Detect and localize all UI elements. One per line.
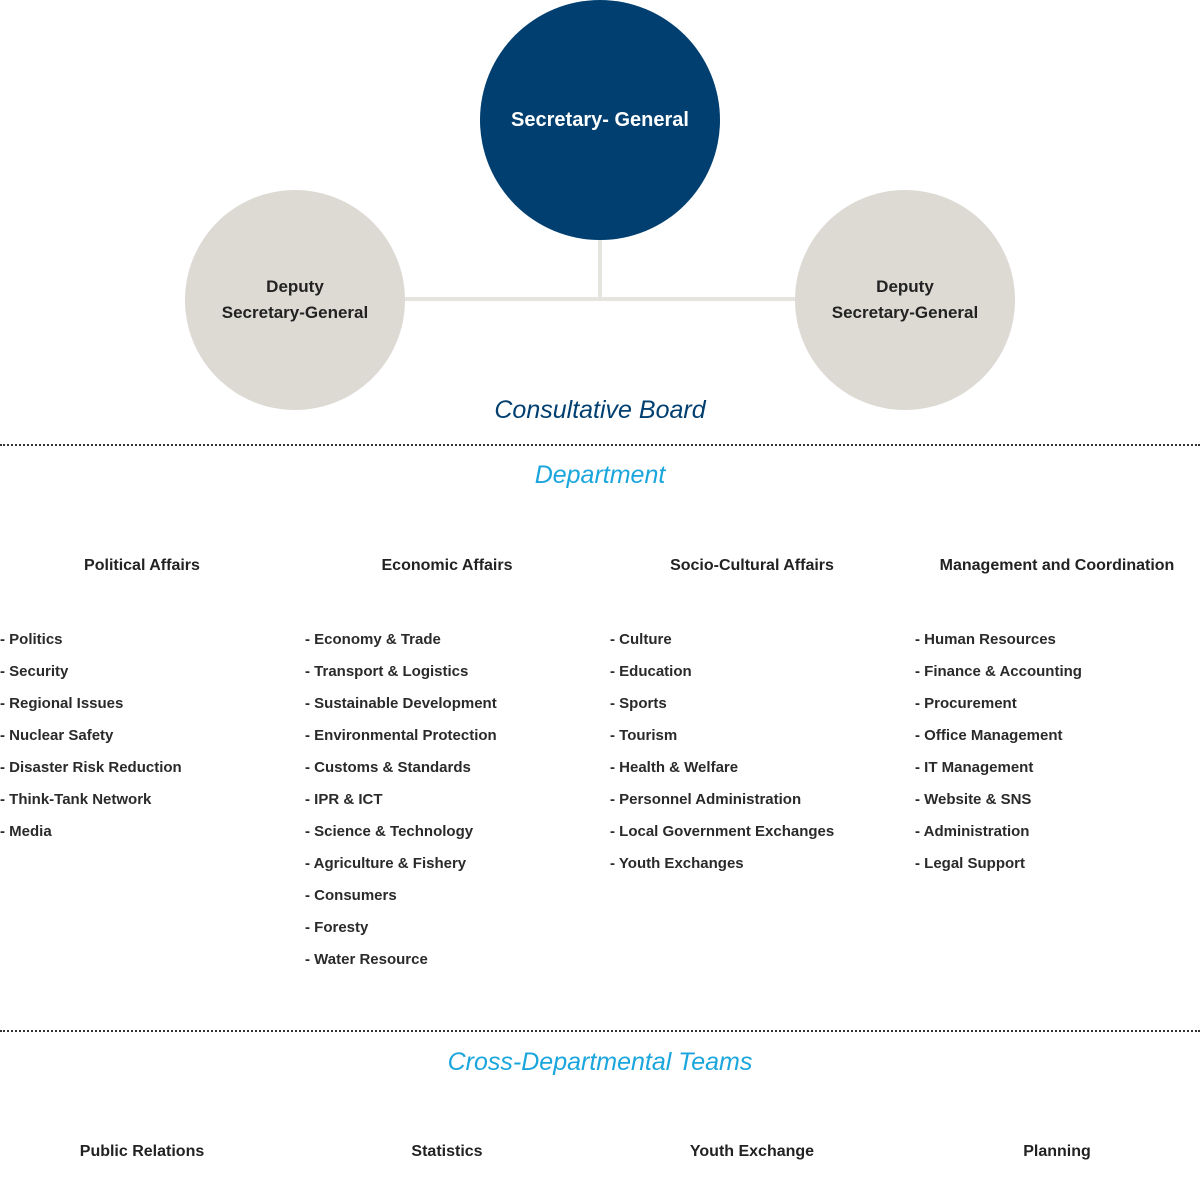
list-item: - Transport & Logistics: [305, 663, 469, 680]
consultative-board-title: Consultative Board: [494, 396, 706, 424]
dept-list-economic: - Economy & Trade - Transport & Logistic…: [305, 630, 497, 982]
team-public-relations: Public Relations: [79, 1143, 205, 1160]
section-divider: [0, 444, 1200, 446]
team-planning: Planning: [1023, 1143, 1091, 1160]
deputy-left-line1: Deputy: [266, 277, 324, 296]
dept-heading-economic: Economic Affairs: [381, 557, 513, 574]
list-item: - Water Resource: [305, 951, 428, 968]
list-item: - Human Resources: [915, 631, 1056, 648]
list-item: - Customs & Standards: [305, 759, 471, 776]
list-item: - Health & Welfare: [610, 759, 739, 776]
list-item: - Education: [610, 663, 692, 680]
team-youth-exchange: Youth Exchange: [689, 1143, 815, 1160]
deputy-left-line2: Secretary-General: [221, 303, 369, 322]
dept-list-political: - Politics - Security - Regional Issues …: [0, 630, 182, 854]
deputy-left-label: Deputy Secretary-General: [222, 274, 368, 326]
list-item: - Regional Issues: [0, 695, 124, 712]
team-statistics: Statistics: [411, 1143, 483, 1160]
list-item: - Consumers: [305, 887, 397, 904]
deputy-right-line2: Secretary-General: [831, 303, 979, 322]
secretary-general-node: Secretary- General: [480, 0, 720, 240]
list-item: - Personnel Administration: [610, 791, 802, 808]
connector-horizontal: [400, 297, 800, 301]
list-item: - Think-Tank Network: [0, 791, 152, 808]
list-item: - Finance & Accounting: [915, 663, 1082, 680]
list-item: - Sports: [610, 695, 667, 712]
deputy-secretary-general-right-node: Deputy Secretary-General: [795, 190, 1015, 410]
list-item: - Media: [0, 823, 52, 840]
dept-list-socio-cultural: - Culture - Education - Sports - Tourism…: [610, 630, 834, 886]
list-item: - Disaster Risk Reduction: [0, 759, 182, 776]
list-item: - Science & Technology: [305, 823, 474, 840]
list-item: - Economy & Trade: [305, 631, 441, 648]
dept-heading-socio-cultural: Socio-Cultural Affairs: [670, 557, 834, 574]
deputy-right-line1: Deputy: [876, 277, 934, 296]
list-item: - Environmental Protection: [305, 727, 497, 744]
list-item: - Culture: [610, 631, 672, 648]
list-item: - Nuclear Safety: [0, 727, 114, 744]
section-divider: [0, 1030, 1200, 1032]
list-item: - Administration: [915, 823, 1030, 840]
dept-heading-political: Political Affairs: [84, 557, 200, 574]
dept-list-management: - Human Resources - Finance & Accounting…: [915, 630, 1082, 886]
list-item: - Agriculture & Fishery: [305, 855, 467, 872]
list-item: - IPR & ICT: [305, 791, 383, 808]
list-item: - Local Government Exchanges: [610, 823, 835, 840]
list-item: - Legal Support: [915, 855, 1025, 872]
deputy-right-label: Deputy Secretary-General: [832, 274, 978, 326]
dept-heading-management: Management and Coordination: [939, 557, 1175, 574]
list-item: - Tourism: [610, 727, 678, 744]
deputy-secretary-general-left-node: Deputy Secretary-General: [185, 190, 405, 410]
list-item: - Politics: [0, 631, 63, 648]
department-title: Department: [534, 461, 666, 489]
list-item: - Sustainable Development: [305, 695, 497, 712]
connector-vertical: [598, 238, 602, 300]
cross-departmental-teams-title: Cross-Departmental Teams: [447, 1048, 753, 1076]
list-item: - Office Management: [915, 727, 1063, 744]
list-item: - Youth Exchanges: [610, 855, 744, 872]
list-item: - Foresty: [305, 919, 369, 936]
list-item: - IT Management: [915, 759, 1034, 776]
list-item: - Website & SNS: [915, 791, 1032, 808]
list-item: - Procurement: [915, 695, 1017, 712]
list-item: - Security: [0, 663, 69, 680]
secretary-general-label: Secretary- General: [511, 108, 689, 131]
